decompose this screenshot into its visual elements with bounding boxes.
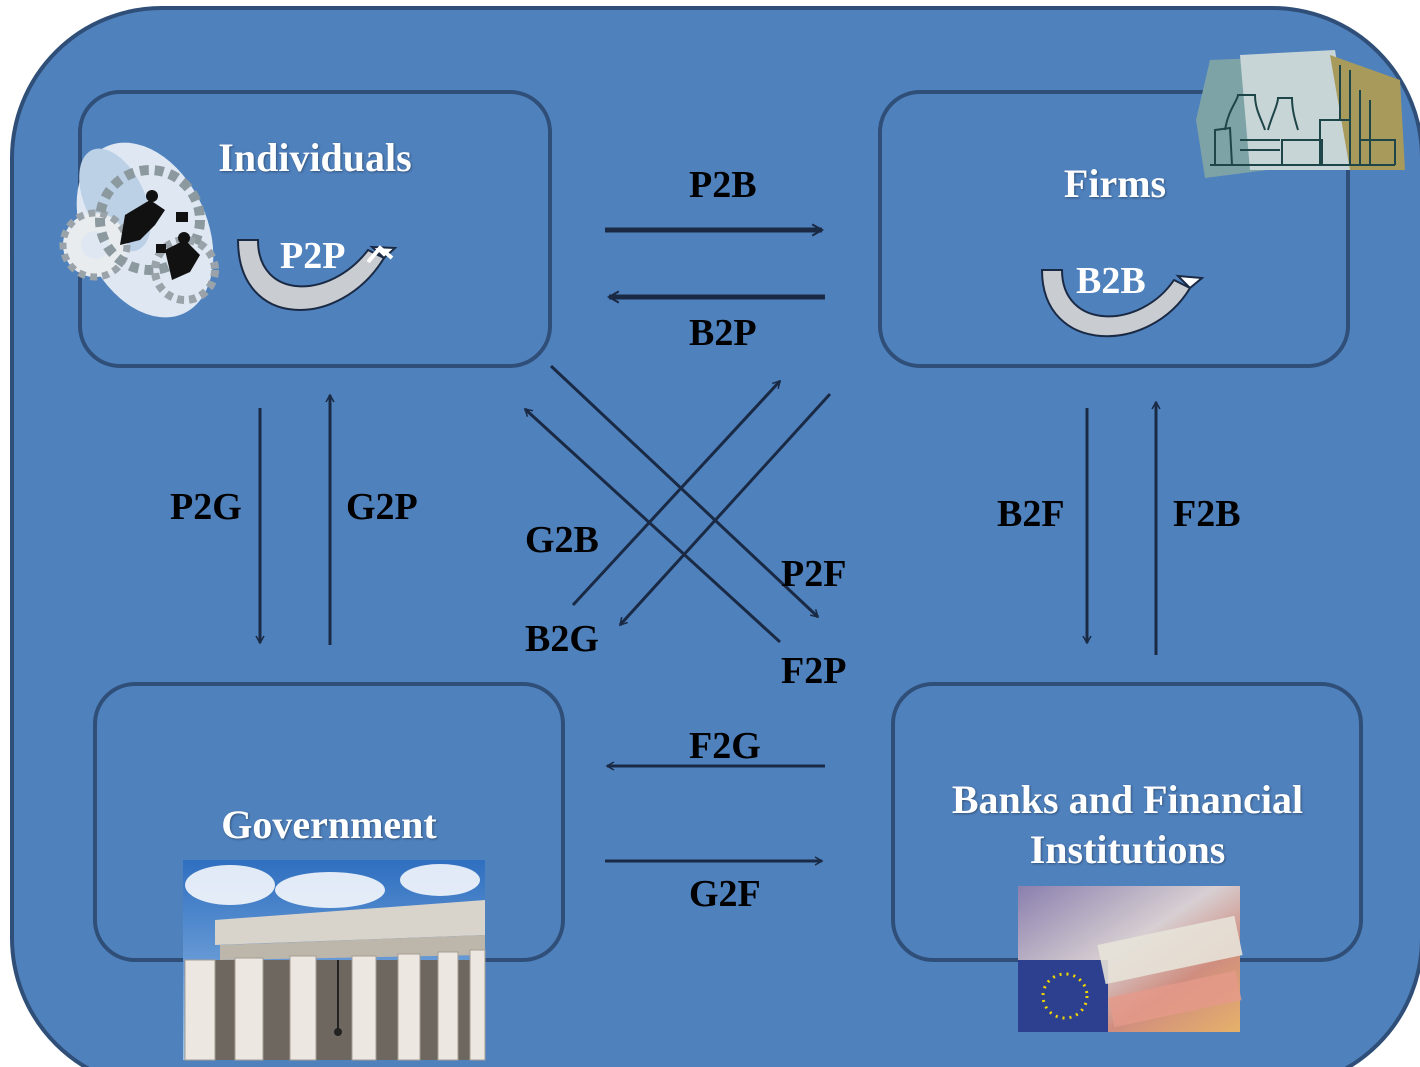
- b2g-arrow: [618, 392, 832, 627]
- firms-title: Firms: [1063, 161, 1167, 206]
- g2b-arrow: [571, 379, 782, 607]
- g2b-label: G2B: [525, 519, 599, 561]
- factory-icon: [1196, 50, 1405, 178]
- government-title: Government: [221, 802, 437, 847]
- g2p-label: G2P: [346, 486, 418, 528]
- p2f-arrow: [549, 364, 820, 619]
- business-people-gears-icon: [59, 142, 219, 318]
- banks-title-line2: Institutions: [1029, 827, 1226, 872]
- p2f-label: P2F: [781, 553, 847, 595]
- p2g-label: P2G: [170, 486, 242, 528]
- b2g-label: B2G: [525, 618, 599, 660]
- g2f-label: G2F: [689, 873, 761, 915]
- f2p-arrow: [523, 407, 782, 644]
- b2f-label: B2F: [997, 493, 1065, 535]
- p2p-loop-arrow-icon: [236, 239, 398, 311]
- euro-banknotes-photo: [1018, 886, 1243, 1032]
- b2b-loop-arrow-icon: [1040, 269, 1205, 338]
- f2g-label: F2G: [689, 725, 761, 767]
- b2b-loop-label: B2B: [1076, 260, 1146, 302]
- b2p-label: B2P: [689, 312, 757, 354]
- government-building-photo: [183, 860, 486, 1061]
- firms-box: [878, 90, 1350, 368]
- p2p-loop-label: P2P: [280, 235, 346, 277]
- f2b-label: F2B: [1173, 493, 1241, 535]
- f2p-label: F2P: [781, 650, 847, 692]
- individuals-title: Individuals: [218, 135, 412, 180]
- banks-title-line1: Banks and Financial: [951, 777, 1304, 822]
- p2b-label: P2B: [689, 164, 757, 206]
